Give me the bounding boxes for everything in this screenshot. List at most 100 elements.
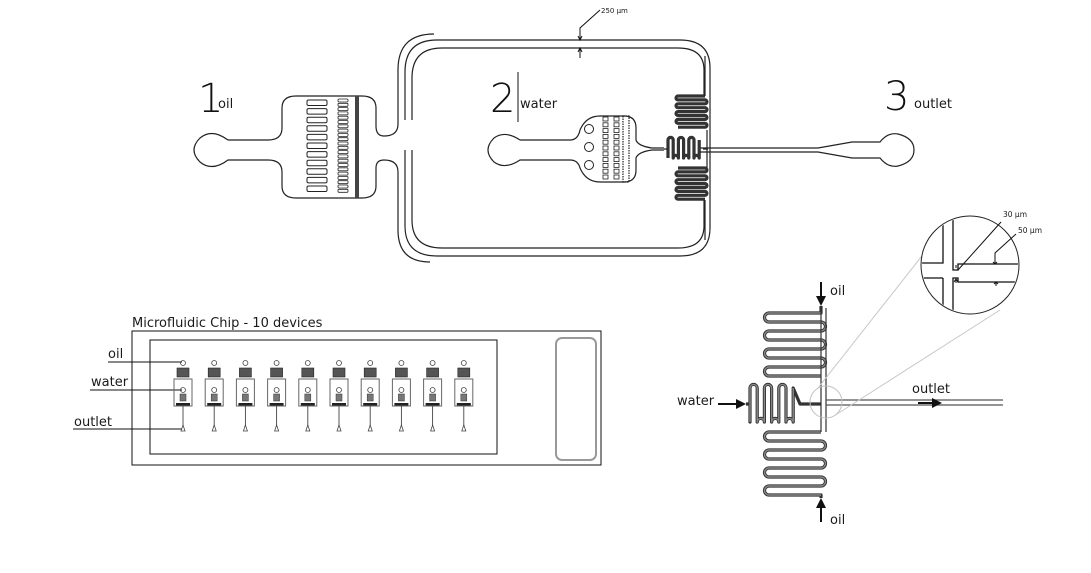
water-port <box>273 387 280 393</box>
filter-pillar-small <box>337 184 349 189</box>
filter-pillar-small <box>337 124 349 129</box>
oil-port <box>336 360 342 366</box>
chip-device-area <box>149 339 498 455</box>
oil-loop-channel-inner <box>411 47 705 249</box>
oil-port <box>398 360 405 366</box>
filter-pillar-small <box>337 171 349 176</box>
filter-pillar-small <box>337 180 349 185</box>
junction-serpentine <box>269 403 284 406</box>
oil-loop-channel-outer <box>404 39 711 257</box>
filter-pillar <box>602 139 609 145</box>
filter-pillar-small <box>337 145 349 150</box>
detail-outlet-channel <box>826 399 1003 406</box>
filter-pillar-small <box>337 167 349 172</box>
filter-pillar <box>602 174 609 180</box>
oil-port <box>429 360 436 366</box>
oil-filter <box>176 367 190 378</box>
water-port <box>398 387 405 393</box>
water-filter <box>273 393 280 402</box>
water-port <box>367 387 374 393</box>
filter-pillar <box>613 151 620 157</box>
filter-pillar-small <box>337 154 349 159</box>
oil-port <box>180 360 186 366</box>
filter-pillar-small <box>337 137 349 142</box>
filter-pillar-small <box>337 150 349 155</box>
water-filter <box>242 393 249 402</box>
detail-oil-top-label: oil <box>830 284 845 299</box>
water-port <box>429 387 436 393</box>
junction-serpentine <box>425 403 440 406</box>
oil-serpentine-top <box>674 94 709 129</box>
filter-pillar <box>613 174 620 180</box>
chip-label-window <box>555 337 597 461</box>
water-filter <box>398 393 405 402</box>
filter-pillar <box>613 128 620 134</box>
orifice-annotation-arrows <box>953 265 959 283</box>
chip-device <box>204 360 224 432</box>
filter-pillar <box>613 145 620 151</box>
chip-device <box>360 360 380 432</box>
width-annotation-label: 250 µm <box>601 7 628 15</box>
junction-serpentine <box>394 403 409 406</box>
water-filter <box>335 393 343 402</box>
oil-inlet-port <box>193 33 435 263</box>
filter-pillar <box>306 159 328 167</box>
oil-filter <box>395 367 408 378</box>
width-annotation-arrow-bottom <box>577 46 583 58</box>
detail-oil-serpentine-top <box>762 306 828 378</box>
water-inlet-port <box>487 115 664 183</box>
filter-pillar <box>306 116 328 124</box>
filter-pillar-small <box>337 98 349 103</box>
water-arrow <box>718 399 746 409</box>
oil-filter <box>239 367 252 378</box>
outlet-port <box>180 423 186 432</box>
outlet-port <box>398 423 404 432</box>
filter-pillar <box>613 133 620 139</box>
filter-pillar <box>613 157 620 163</box>
filter-pillar-small <box>337 111 349 116</box>
filter-pillar <box>306 125 328 132</box>
chip-device <box>267 360 287 432</box>
detail-outlet-label: outlet <box>912 382 950 397</box>
outlet-arrow <box>918 398 942 408</box>
water-filter <box>366 393 374 402</box>
junction-serpentine <box>456 403 471 406</box>
junction-serpentine <box>332 403 346 406</box>
detail-water-serpentine-inner <box>749 383 794 423</box>
outlet-port <box>305 423 311 432</box>
filter-pillar-small <box>337 107 349 111</box>
filter-pillar <box>602 122 609 128</box>
channel-annotation-label: 50 µm <box>1018 226 1042 235</box>
water-filter <box>429 393 436 402</box>
oil-filter <box>301 367 315 378</box>
zoom-projection-line-top <box>817 251 926 389</box>
filter-pillar <box>602 116 609 122</box>
water-filter <box>179 393 187 402</box>
filter-pillar <box>602 162 609 168</box>
oil-serpentine-bottom <box>674 166 709 201</box>
filter-pillar <box>306 99 328 106</box>
filter-pillar <box>613 139 620 145</box>
filter-pillar-small <box>337 141 349 146</box>
width-annotation-arrow-top <box>577 30 583 42</box>
filter-pillar <box>613 162 620 168</box>
orifice-annotation-label: 30 µm <box>1003 210 1027 219</box>
filter-pillar <box>613 122 620 128</box>
water-filter <box>304 393 312 402</box>
water-serpentine <box>666 135 701 160</box>
outlet-port <box>274 423 280 432</box>
chip-device <box>173 360 193 432</box>
filter-pillar <box>306 168 328 175</box>
oil-port <box>367 360 374 366</box>
zoom-projection-line-bottom <box>833 309 1001 417</box>
filter-pillar <box>602 157 609 163</box>
oil-filter <box>207 367 221 378</box>
filter-pillar-small <box>337 175 349 180</box>
filter-pillar <box>602 145 609 151</box>
oil-inlet-filter-rows <box>306 96 359 198</box>
chip-device <box>298 360 318 432</box>
water-port <box>304 387 311 393</box>
orifice-annotation-leader <box>957 221 1002 271</box>
chip-device <box>329 360 349 432</box>
